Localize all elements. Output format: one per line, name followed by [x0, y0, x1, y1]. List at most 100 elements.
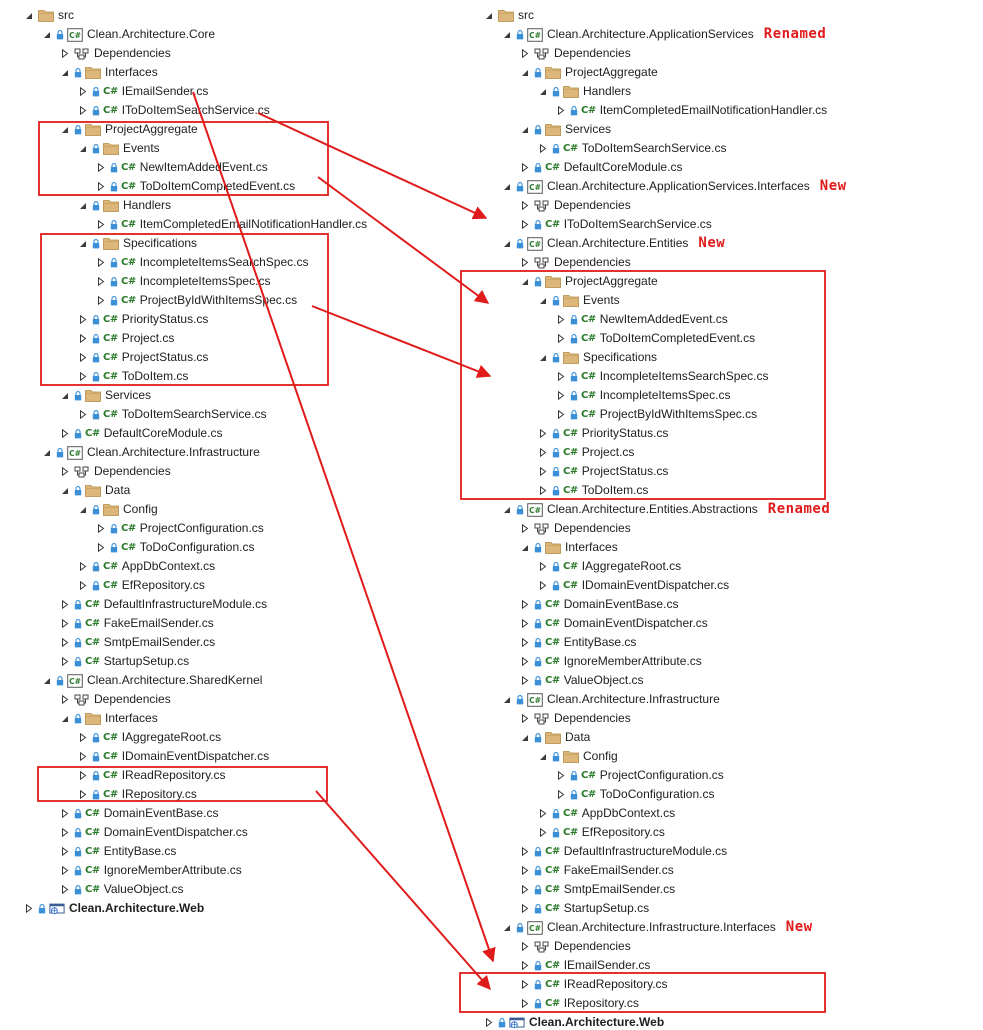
collapse-chevron-icon[interactable] [42, 30, 52, 40]
collapse-chevron-icon[interactable] [60, 391, 70, 401]
tree-item[interactable]: C#DomainEventBase.cs [520, 595, 678, 614]
tree-item[interactable]: Handlers [78, 196, 171, 215]
tree-item[interactable]: C#StartupSetup.cs [60, 652, 189, 671]
tree-item[interactable]: C#IgnoreMemberAttribute.cs [520, 652, 702, 671]
tree-item[interactable]: src [484, 6, 534, 25]
expand-chevron-icon[interactable] [520, 714, 530, 724]
tree-item[interactable]: C#IAggregateRoot.cs [538, 557, 681, 576]
tree-item[interactable]: C#EntityBase.cs [520, 633, 636, 652]
tree-item[interactable]: ProjectAggregate [520, 63, 658, 82]
expand-chevron-icon[interactable] [520, 220, 530, 230]
tree-item[interactable]: C#EntityBase.cs [60, 842, 176, 861]
expand-chevron-icon[interactable] [556, 790, 566, 800]
expand-chevron-icon[interactable] [520, 619, 530, 629]
collapse-chevron-icon[interactable] [538, 87, 548, 97]
tree-item[interactable]: Clean.Architecture.Web [24, 899, 204, 918]
tree-item[interactable]: Handlers [538, 82, 631, 101]
expand-chevron-icon[interactable] [78, 410, 88, 420]
tree-item[interactable]: C#Clean.Architecture.Infrastructure [502, 690, 720, 709]
tree-item[interactable]: C#Clean.Architecture.Infrastructure.Inte… [502, 918, 813, 937]
tree-item[interactable]: C#ValueObject.cs [60, 880, 184, 899]
tree-item[interactable]: C#EfRepository.cs [538, 823, 665, 842]
expand-chevron-icon[interactable] [60, 49, 70, 59]
tree-item[interactable]: C#AppDbContext.cs [538, 804, 675, 823]
tree-item[interactable]: C#DomainEventBase.cs [60, 804, 218, 823]
expand-chevron-icon[interactable] [78, 581, 88, 591]
tree-item[interactable]: Config [538, 747, 618, 766]
tree-item[interactable]: C#StartupSetup.cs [520, 899, 649, 918]
collapse-chevron-icon[interactable] [502, 239, 512, 249]
collapse-chevron-icon[interactable] [502, 505, 512, 515]
tree-item[interactable]: Services [60, 386, 151, 405]
tree-item[interactable]: C#AppDbContext.cs [78, 557, 215, 576]
expand-chevron-icon[interactable] [60, 866, 70, 876]
tree-item[interactable]: Dependencies [60, 44, 171, 63]
tree-item[interactable]: C#EfRepository.cs [78, 576, 205, 595]
tree-item[interactable]: C#Clean.Architecture.Core [42, 25, 215, 44]
tree-item[interactable]: C#Clean.Architecture.Entities.Abstractio… [502, 500, 830, 519]
tree-item[interactable]: Dependencies [60, 690, 171, 709]
expand-chevron-icon[interactable] [538, 828, 548, 838]
expand-chevron-icon[interactable] [96, 220, 106, 230]
tree-item[interactable]: Specifications [538, 348, 657, 367]
tree-item[interactable]: Interfaces [60, 709, 158, 728]
collapse-chevron-icon[interactable] [60, 68, 70, 78]
tree-item[interactable]: Dependencies [520, 937, 631, 956]
collapse-chevron-icon[interactable] [520, 125, 530, 135]
expand-chevron-icon[interactable] [78, 106, 88, 116]
collapse-chevron-icon[interactable] [78, 505, 88, 515]
expand-chevron-icon[interactable] [96, 543, 106, 553]
expand-chevron-icon[interactable] [78, 87, 88, 97]
expand-chevron-icon[interactable] [60, 467, 70, 477]
collapse-chevron-icon[interactable] [78, 201, 88, 211]
expand-chevron-icon[interactable] [538, 809, 548, 819]
expand-chevron-icon[interactable] [556, 391, 566, 401]
tree-item[interactable]: Data [60, 481, 130, 500]
tree-item[interactable]: Services [520, 120, 611, 139]
expand-chevron-icon[interactable] [60, 847, 70, 857]
tree-item[interactable]: C#ToDoItem.cs [538, 481, 648, 500]
expand-chevron-icon[interactable] [538, 486, 548, 496]
expand-chevron-icon[interactable] [520, 961, 530, 971]
expand-chevron-icon[interactable] [556, 372, 566, 382]
expand-chevron-icon[interactable] [556, 315, 566, 325]
tree-item[interactable]: C#IncompleteItemsSearchSpec.cs [556, 367, 768, 386]
tree-item[interactable]: Dependencies [60, 462, 171, 481]
tree-item[interactable]: Interfaces [520, 538, 618, 557]
expand-chevron-icon[interactable] [556, 771, 566, 781]
collapse-chevron-icon[interactable] [502, 30, 512, 40]
expand-chevron-icon[interactable] [60, 885, 70, 895]
expand-chevron-icon[interactable] [520, 657, 530, 667]
tree-item[interactable]: C#FakeEmailSender.cs [60, 614, 214, 633]
tree-item[interactable]: C#Clean.Architecture.ApplicationServices… [502, 25, 826, 44]
expand-chevron-icon[interactable] [78, 562, 88, 572]
expand-chevron-icon[interactable] [60, 619, 70, 629]
tree-item[interactable]: C#ItemCompletedEmailNotificationHandler.… [556, 101, 827, 120]
tree-item[interactable]: Dependencies [520, 519, 631, 538]
expand-chevron-icon[interactable] [538, 144, 548, 154]
tree-item[interactable]: src [24, 6, 74, 25]
expand-chevron-icon[interactable] [538, 429, 548, 439]
tree-item[interactable]: Data [520, 728, 590, 747]
collapse-chevron-icon[interactable] [520, 733, 530, 743]
expand-chevron-icon[interactable] [520, 904, 530, 914]
tree-item[interactable]: C#IRepository.cs [520, 994, 639, 1013]
tree-item[interactable]: Dependencies [520, 253, 631, 272]
expand-chevron-icon[interactable] [96, 524, 106, 534]
collapse-chevron-icon[interactable] [502, 182, 512, 192]
expand-chevron-icon[interactable] [520, 638, 530, 648]
tree-item[interactable]: C#ToDoItemSearchService.cs [538, 139, 726, 158]
tree-item[interactable]: C#IEmailSender.cs [520, 956, 650, 975]
expand-chevron-icon[interactable] [520, 524, 530, 534]
expand-chevron-icon[interactable] [78, 733, 88, 743]
tree-item[interactable]: C#DomainEventDispatcher.cs [520, 614, 708, 633]
expand-chevron-icon[interactable] [484, 1018, 494, 1028]
expand-chevron-icon[interactable] [60, 638, 70, 648]
expand-chevron-icon[interactable] [60, 828, 70, 838]
expand-chevron-icon[interactable] [520, 600, 530, 610]
expand-chevron-icon[interactable] [556, 410, 566, 420]
expand-chevron-icon[interactable] [60, 600, 70, 610]
tree-item[interactable]: C#IncompleteItemsSpec.cs [556, 386, 730, 405]
tree-item[interactable]: C#NewItemAddedEvent.cs [556, 310, 728, 329]
collapse-chevron-icon[interactable] [42, 448, 52, 458]
